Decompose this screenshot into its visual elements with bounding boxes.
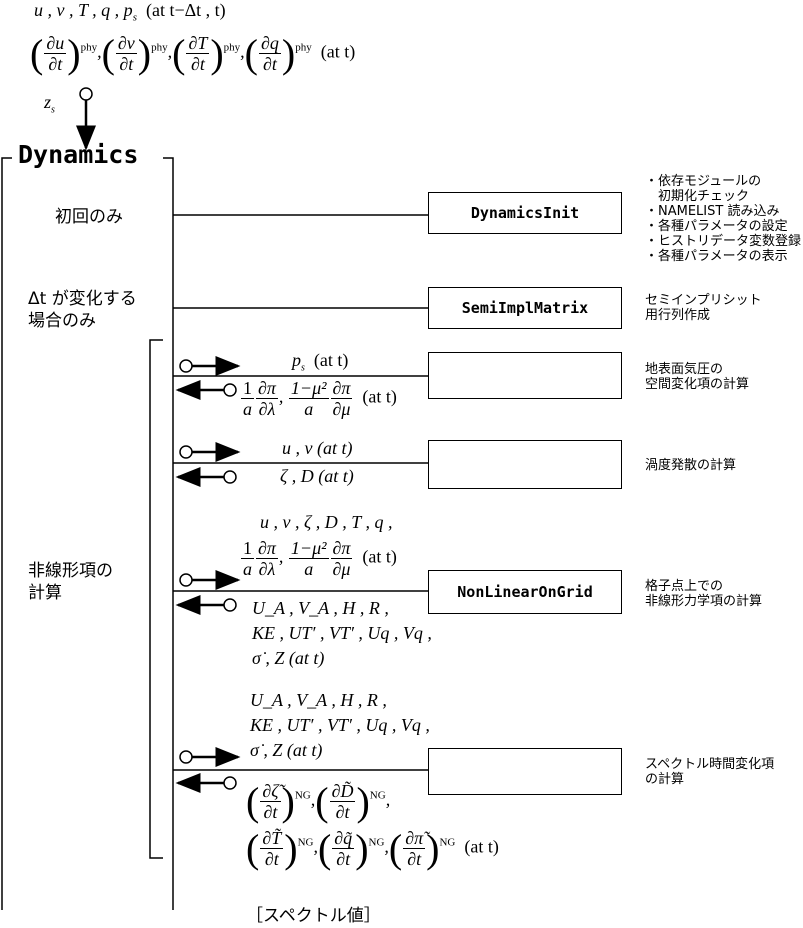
arrow-origin: [223, 383, 237, 397]
text-line: の計算: [645, 772, 685, 787]
text-line: 非線形力学項の計算: [645, 594, 763, 609]
ps-input: ps (at t): [292, 350, 349, 374]
fraction: ∂π̃∂t: [403, 828, 426, 869]
fraction: ∂q̃∂t: [332, 828, 355, 869]
text-line: ・各種パラメータの設定: [645, 219, 788, 234]
text-line: 空間変化項の計算: [645, 377, 750, 392]
dynamics-init-box: DynamicsInit: [428, 192, 622, 234]
text-line: ・各種パラメータの表示: [645, 249, 788, 264]
arrow-origin: [179, 445, 193, 459]
fraction: ∂v∂t: [115, 33, 137, 74]
text-line: KE , UT′ , VT′ , Uq , Vq ,: [252, 623, 432, 643]
text-line: U_A , V_A , H , R ,: [250, 690, 387, 710]
spectral-tendency-box: [428, 748, 622, 795]
text-line: 格子点上での: [645, 579, 724, 594]
input-vars: u , v , T , q , ps (at t−Δt , t): [34, 0, 226, 24]
note-vort: 渦度発散の計算: [645, 458, 736, 473]
grid-output: U_A , V_A , H , R , KE , UT′ , VT′ , Uq ,…: [252, 596, 432, 671]
fraction: ∂D̃∂t: [329, 781, 356, 822]
semi-impl-matrix-box: SemiImplMatrix: [428, 287, 622, 329]
fraction: ∂ζ̃∂t: [260, 781, 281, 822]
arrow-origin: [223, 470, 237, 484]
note-spec: スペクトル時間変化項の計算: [645, 757, 774, 787]
text-line: セミインプリシット: [645, 293, 762, 308]
note-grid: 格子点上での非線形力学項の計算: [645, 579, 762, 609]
uv-input: u , v (at t): [282, 438, 353, 458]
text-line: ・NAMELIST 読み込み: [645, 204, 780, 219]
pressure-gradient-box: [428, 352, 622, 399]
text-line: スペクトル時間変化項: [645, 757, 775, 772]
grid-input-vars: u , v , ζ , D , T , q ,: [260, 512, 393, 532]
note-init: ・依存モジュールの 初期化チェック・NAMELIST 読み込み・各種パラメータの…: [645, 174, 801, 264]
label-nonlinear: 非線形項の計算: [28, 561, 113, 603]
arrow-origin: [179, 750, 193, 764]
text-line: σ̇ , Z (at t): [250, 740, 323, 760]
physics-tendencies: (∂u∂t)phy,(∂v∂t)phy,(∂T∂t)phy,(∂q∂t)phy …: [30, 31, 356, 76]
fraction: ∂T̃∂t: [260, 828, 284, 869]
spec-output: (∂ζ̃∂t)NG,(∂D̃∂t)NG,(∂T̃∂t)NG,(∂q̃∂t)NG,…: [246, 779, 499, 871]
text-line: 地表面気圧の: [645, 362, 724, 377]
text-line: σ̇ , Z (at t): [252, 648, 325, 668]
text-line: ・依存モジュールの: [645, 174, 762, 189]
text-line: 渦度発散の計算: [645, 458, 737, 473]
arrow-origin: [223, 776, 237, 790]
label-init-only: 初回のみ: [55, 207, 123, 227]
fraction: ∂q∂t: [259, 33, 281, 74]
text-line: U_A , V_A , H , R ,: [252, 598, 389, 618]
note-ps: 地表面気圧の空間変化項の計算: [645, 362, 749, 392]
note-semi: セミインプリシット用行列作成: [645, 293, 762, 323]
zs-input: zs: [44, 92, 55, 116]
outer-bracket: [1, 157, 174, 910]
text-line: ・ヒストリデータ変数登録: [645, 234, 802, 249]
footer-spectral-values: ［スペクトル値］: [246, 906, 381, 926]
arrow-origin: [179, 359, 193, 373]
fraction: ∂u∂t: [44, 33, 67, 74]
arrow-origin: [179, 573, 193, 587]
nonlinear-on-grid-box: NonLinearOnGrid: [428, 570, 622, 614]
text-line: 用行列作成: [645, 308, 711, 323]
arrow-origin: [223, 598, 237, 612]
text-line: 初期化チェック: [645, 189, 750, 204]
fraction: ∂T∂t: [186, 33, 210, 74]
dynamics-title: Dynamics: [18, 140, 139, 169]
text-line: KE , UT′ , VT′ , Uq , Vq ,: [250, 715, 430, 735]
label-dt-change: Δt が変化する場合のみ: [28, 289, 137, 331]
inner-bracket: [149, 339, 163, 859]
vort-div-output: ζ , D (at t): [280, 466, 354, 486]
spec-input: U_A , V_A , H , R , KE , UT′ , VT′ , Uq ,…: [250, 688, 430, 763]
vorticity-divergence-box: [428, 440, 622, 489]
